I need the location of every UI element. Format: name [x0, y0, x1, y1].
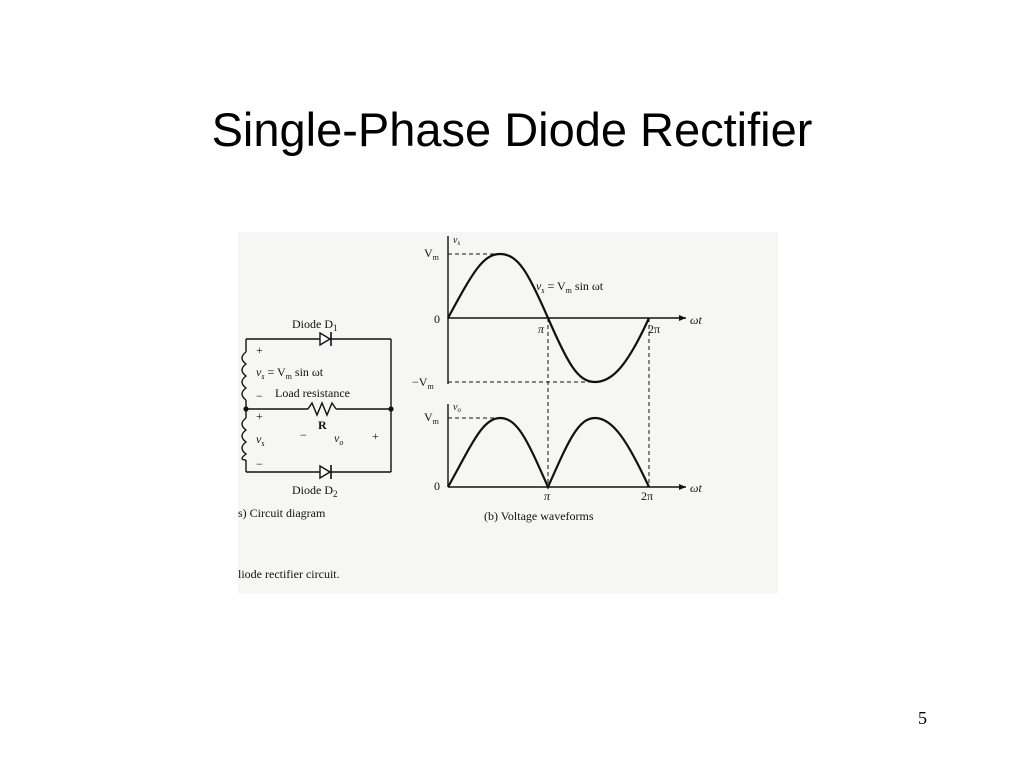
bottom-zero-label: 0	[434, 479, 440, 493]
figure-caption: liode rectifier circuit.	[238, 567, 340, 581]
top-vm-label: Vm	[424, 246, 440, 262]
vo-plus: +	[372, 429, 379, 443]
lower-minus: −	[256, 457, 263, 471]
source-equation: vs = Vm sin ωt	[256, 365, 324, 381]
circuit-caption: s) Circuit diagram	[238, 506, 326, 520]
rectifier-diagram: Diode D1 Diode D2 + − + − vs = Vm sin ωt…	[238, 235, 702, 581]
diode-d1-icon	[319, 331, 332, 347]
rectifier-figure: Diode D1 Diode D2 + − + − vs = Vm sin ωt…	[238, 232, 778, 594]
slide-title: Single-Phase Diode Rectifier	[211, 103, 813, 156]
sine-wave-line	[447, 252, 651, 384]
load-resistance-label: Load resistance	[275, 386, 350, 400]
junction-dot-left	[243, 406, 249, 412]
bottom-y-axis-label: vo	[453, 402, 461, 414]
diode-d1-label: Diode D1	[292, 317, 338, 333]
upper-plus: +	[256, 343, 263, 357]
top-x-axis-arrow	[679, 315, 686, 321]
bottom-x-axis-arrow	[679, 484, 686, 490]
diode-d2-label: Diode D2	[292, 483, 338, 499]
vo-minus: −	[300, 428, 307, 442]
upper-minus: −	[256, 389, 263, 403]
top-zero-label: 0	[434, 312, 440, 326]
diode-d2-icon	[319, 464, 332, 480]
vs-label: vs	[256, 432, 264, 448]
bottom-wt-label: ωt	[690, 481, 702, 495]
top-pi-label: π	[538, 322, 545, 336]
lower-plus: +	[256, 409, 263, 423]
waveforms-caption: (b) Voltage waveforms	[484, 509, 594, 523]
lower-winding	[241, 417, 248, 461]
top-y-axis-label: vs	[453, 235, 460, 247]
vo-label: vo	[334, 431, 343, 447]
top-neg-vm-label: −Vm	[412, 375, 434, 391]
circuit-diagram	[241, 338, 392, 473]
rectified-wave-line	[447, 416, 650, 490]
top-equation: vs = Vm sin ωt	[536, 279, 604, 295]
top-wt-label: ωt	[690, 313, 702, 327]
bottom-vm-label: Vm	[424, 410, 440, 426]
junction-dot-right	[388, 406, 394, 412]
bottom-pi-label: π	[544, 489, 551, 503]
resistor-icon	[307, 401, 337, 417]
page-number: 5	[918, 708, 927, 728]
top-two-pi-label: 2π	[648, 322, 660, 336]
resistor-r-label: R	[318, 418, 327, 432]
bottom-two-pi-label: 2π	[641, 489, 653, 503]
voltage-waveforms: vs Vm 0 −Vm vs = Vm sin ωt π 2π ωt vo Vm…	[412, 235, 702, 523]
upper-winding	[241, 351, 248, 401]
